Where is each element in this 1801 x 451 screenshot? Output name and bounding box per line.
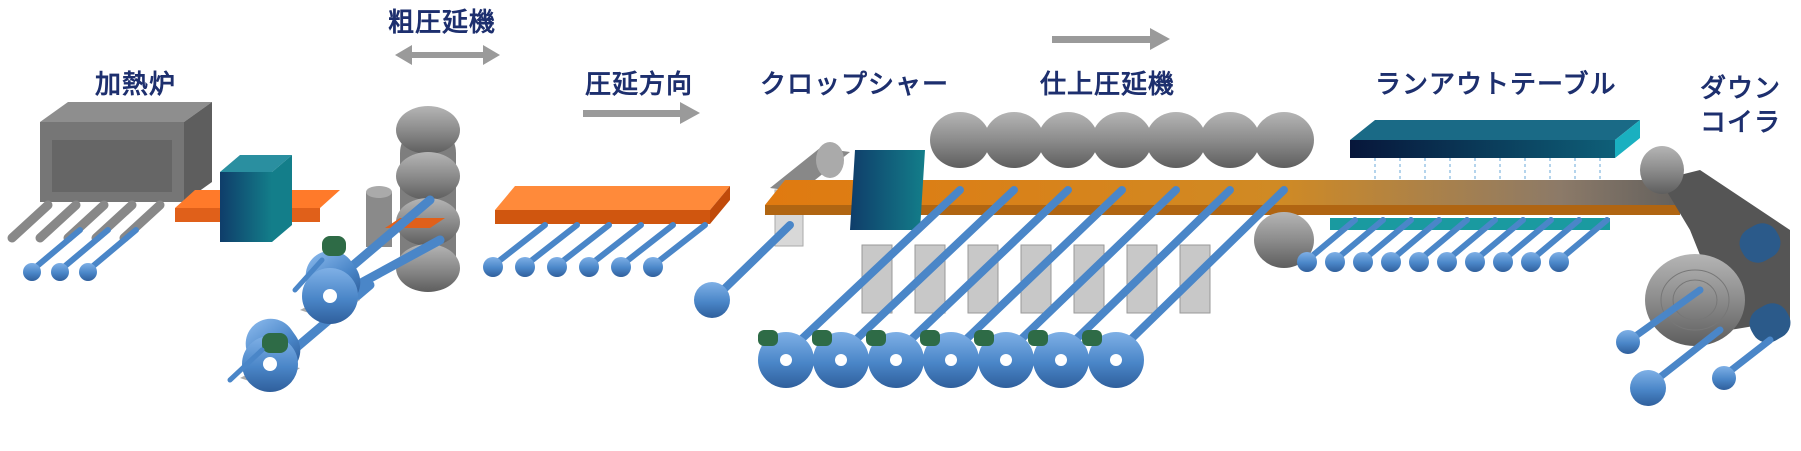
roughing-mill-drives [227,195,445,392]
label-down-coiler: ダウン コイラ [1700,72,1781,140]
roughing-mill [366,106,460,292]
transfer-bar [495,186,730,224]
down-coiler [1616,146,1791,406]
label-crop-shear: クロップシャー [760,70,950,100]
crop-shear [694,142,850,318]
reheating-furnace [40,102,212,202]
table-rolls-1 [483,222,708,277]
runout-table-rolls [1297,217,1610,272]
runout-cooling-header [1350,120,1640,182]
rolling-direction-arrow [583,102,700,124]
label-roughing-mill: 粗圧延機 [388,8,497,38]
roughing-reversing-arrow [395,45,500,65]
finishing-direction-arrow [1052,28,1170,50]
label-down-coiler-line1: ダウン [1700,74,1782,104]
slab-descaler [175,155,340,242]
label-rolling-direction: 圧延方向 [585,70,694,100]
label-down-coiler-line2: コイラ [1700,108,1782,138]
label-runout-table: ランアウトテーブル [1375,70,1617,100]
furnace-rolls [7,200,165,281]
finishing-mill-drives [758,186,1288,388]
label-furnace: 加熱炉 [95,70,177,100]
label-finishing-mill: 仕上圧延機 [1040,70,1176,100]
